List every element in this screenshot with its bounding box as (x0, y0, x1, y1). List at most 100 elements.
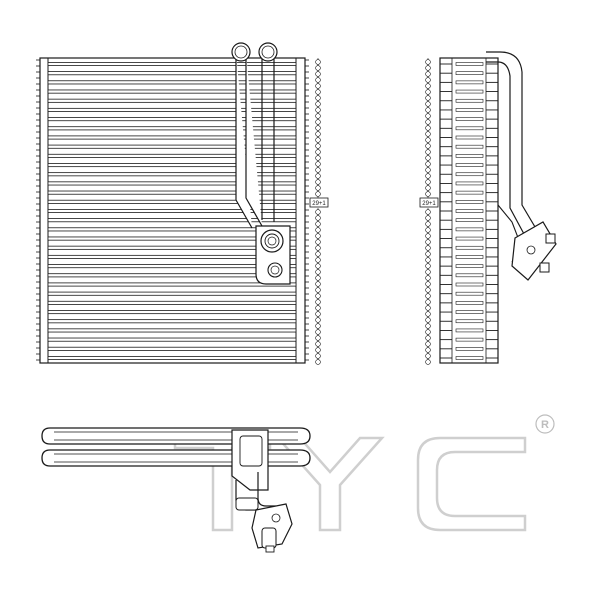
front-plate (47, 117, 297, 122)
side-plate (455, 71, 484, 75)
front-plate (47, 236, 297, 241)
side-callout-bubble (425, 341, 431, 347)
front-plate (47, 218, 297, 223)
front-callout-bubble (315, 185, 321, 191)
front-callout-bubble (315, 191, 321, 197)
side-plate (455, 255, 484, 259)
front-callout-bubble (315, 59, 321, 65)
side-callout-bubble (425, 353, 431, 359)
side-callout-bubble (425, 323, 431, 329)
front-flange-port-1 (260, 229, 284, 253)
front-callout-bubble (315, 125, 321, 131)
side-plate (455, 172, 484, 177)
front-callout-bubble (315, 281, 321, 287)
front-plate (47, 254, 297, 259)
front-callout-bubble (315, 317, 321, 323)
side-plate (455, 291, 484, 296)
side-callout-bubble (425, 245, 431, 251)
side-plate (455, 282, 484, 287)
side-callout-bubble (425, 347, 431, 353)
side-callout-bubble (425, 155, 431, 161)
side-callout-bubble (425, 233, 431, 239)
front-callout-bubble (315, 275, 321, 281)
front-fin-count-label: 29+1 (312, 201, 326, 207)
side-callout-bubble (425, 161, 431, 167)
side-plate (455, 236, 484, 241)
side-plate (455, 301, 484, 305)
side-plate (455, 62, 484, 66)
side-fin-count-label: 29+1 (422, 201, 436, 207)
registered-mark: R (535, 414, 555, 434)
side-plate (455, 190, 484, 195)
front-callout-bubble (315, 113, 321, 119)
side-callout-bubble (425, 167, 431, 173)
side-plate (455, 135, 484, 140)
front-callout-bubble (315, 209, 321, 215)
side-callout-bubble (425, 227, 431, 233)
side-callout-bubble (425, 329, 431, 335)
side-view: 29+1 (419, 51, 557, 365)
front-callout-bubble (315, 119, 321, 125)
side-plate (455, 117, 484, 121)
side-plate (455, 218, 484, 222)
front-callout-bubble (315, 263, 321, 269)
front-plate (47, 62, 297, 67)
side-callout-bubble (425, 59, 431, 65)
side-plate (455, 163, 484, 167)
front-callout-bubble (315, 287, 321, 293)
front-plate (47, 282, 297, 287)
side-plate (455, 337, 484, 342)
front-callout-bubble (315, 155, 321, 161)
side-callout-bubble (425, 221, 431, 227)
side-callout-bubble (425, 335, 431, 341)
side-plate (455, 319, 484, 324)
front-callout-bubble (315, 341, 321, 347)
front-plate (47, 337, 297, 342)
front-plate (47, 346, 297, 351)
front-callout-bubble (315, 359, 321, 365)
side-plate (455, 209, 484, 213)
front-plate (47, 163, 297, 168)
front-plate (47, 190, 297, 195)
side-pipe-inner (486, 61, 525, 235)
front-callout-bubble (315, 107, 321, 113)
side-callout-bubble (425, 125, 431, 131)
front-plates (47, 62, 297, 360)
front-plate (47, 310, 297, 315)
side-plate (455, 328, 484, 333)
front-outlet-pipe (261, 52, 275, 222)
front-plate (47, 273, 297, 278)
front-callout-bubble (315, 269, 321, 275)
side-callout-bubble (425, 317, 431, 323)
bottom-tank-upper (41, 427, 311, 445)
side-plate (455, 200, 484, 204)
front-callout-bubble (315, 83, 321, 89)
front-left-ticks (36, 59, 40, 361)
front-inlet-pipe (235, 52, 263, 229)
front-plate (47, 245, 297, 250)
side-callout-bubble (425, 143, 431, 149)
front-callout-bubble (315, 89, 321, 95)
side-callout-bubble (425, 275, 431, 281)
side-callout-bubble (425, 287, 431, 293)
side-count-box (419, 197, 439, 208)
front-callout-bubble (315, 221, 321, 227)
front-view: 29+1 (36, 42, 329, 365)
front-callout-bubble (315, 71, 321, 77)
front-callout-bubble (315, 227, 321, 233)
front-plate (47, 328, 297, 333)
side-callout-bubble (425, 83, 431, 89)
side-callout-bubble (425, 137, 431, 143)
bottom-connector-port (261, 527, 277, 549)
front-plate (47, 172, 297, 177)
side-callout-bubble (425, 191, 431, 197)
front-callout-bubble (315, 251, 321, 257)
side-callout-bubble (425, 257, 431, 263)
side-plate (455, 154, 484, 158)
side-callout-bubble (425, 281, 431, 287)
front-callout-bubble (315, 347, 321, 353)
side-callout-bubble (425, 173, 431, 179)
side-callout-bubble (425, 131, 431, 137)
side-plate (455, 264, 484, 268)
